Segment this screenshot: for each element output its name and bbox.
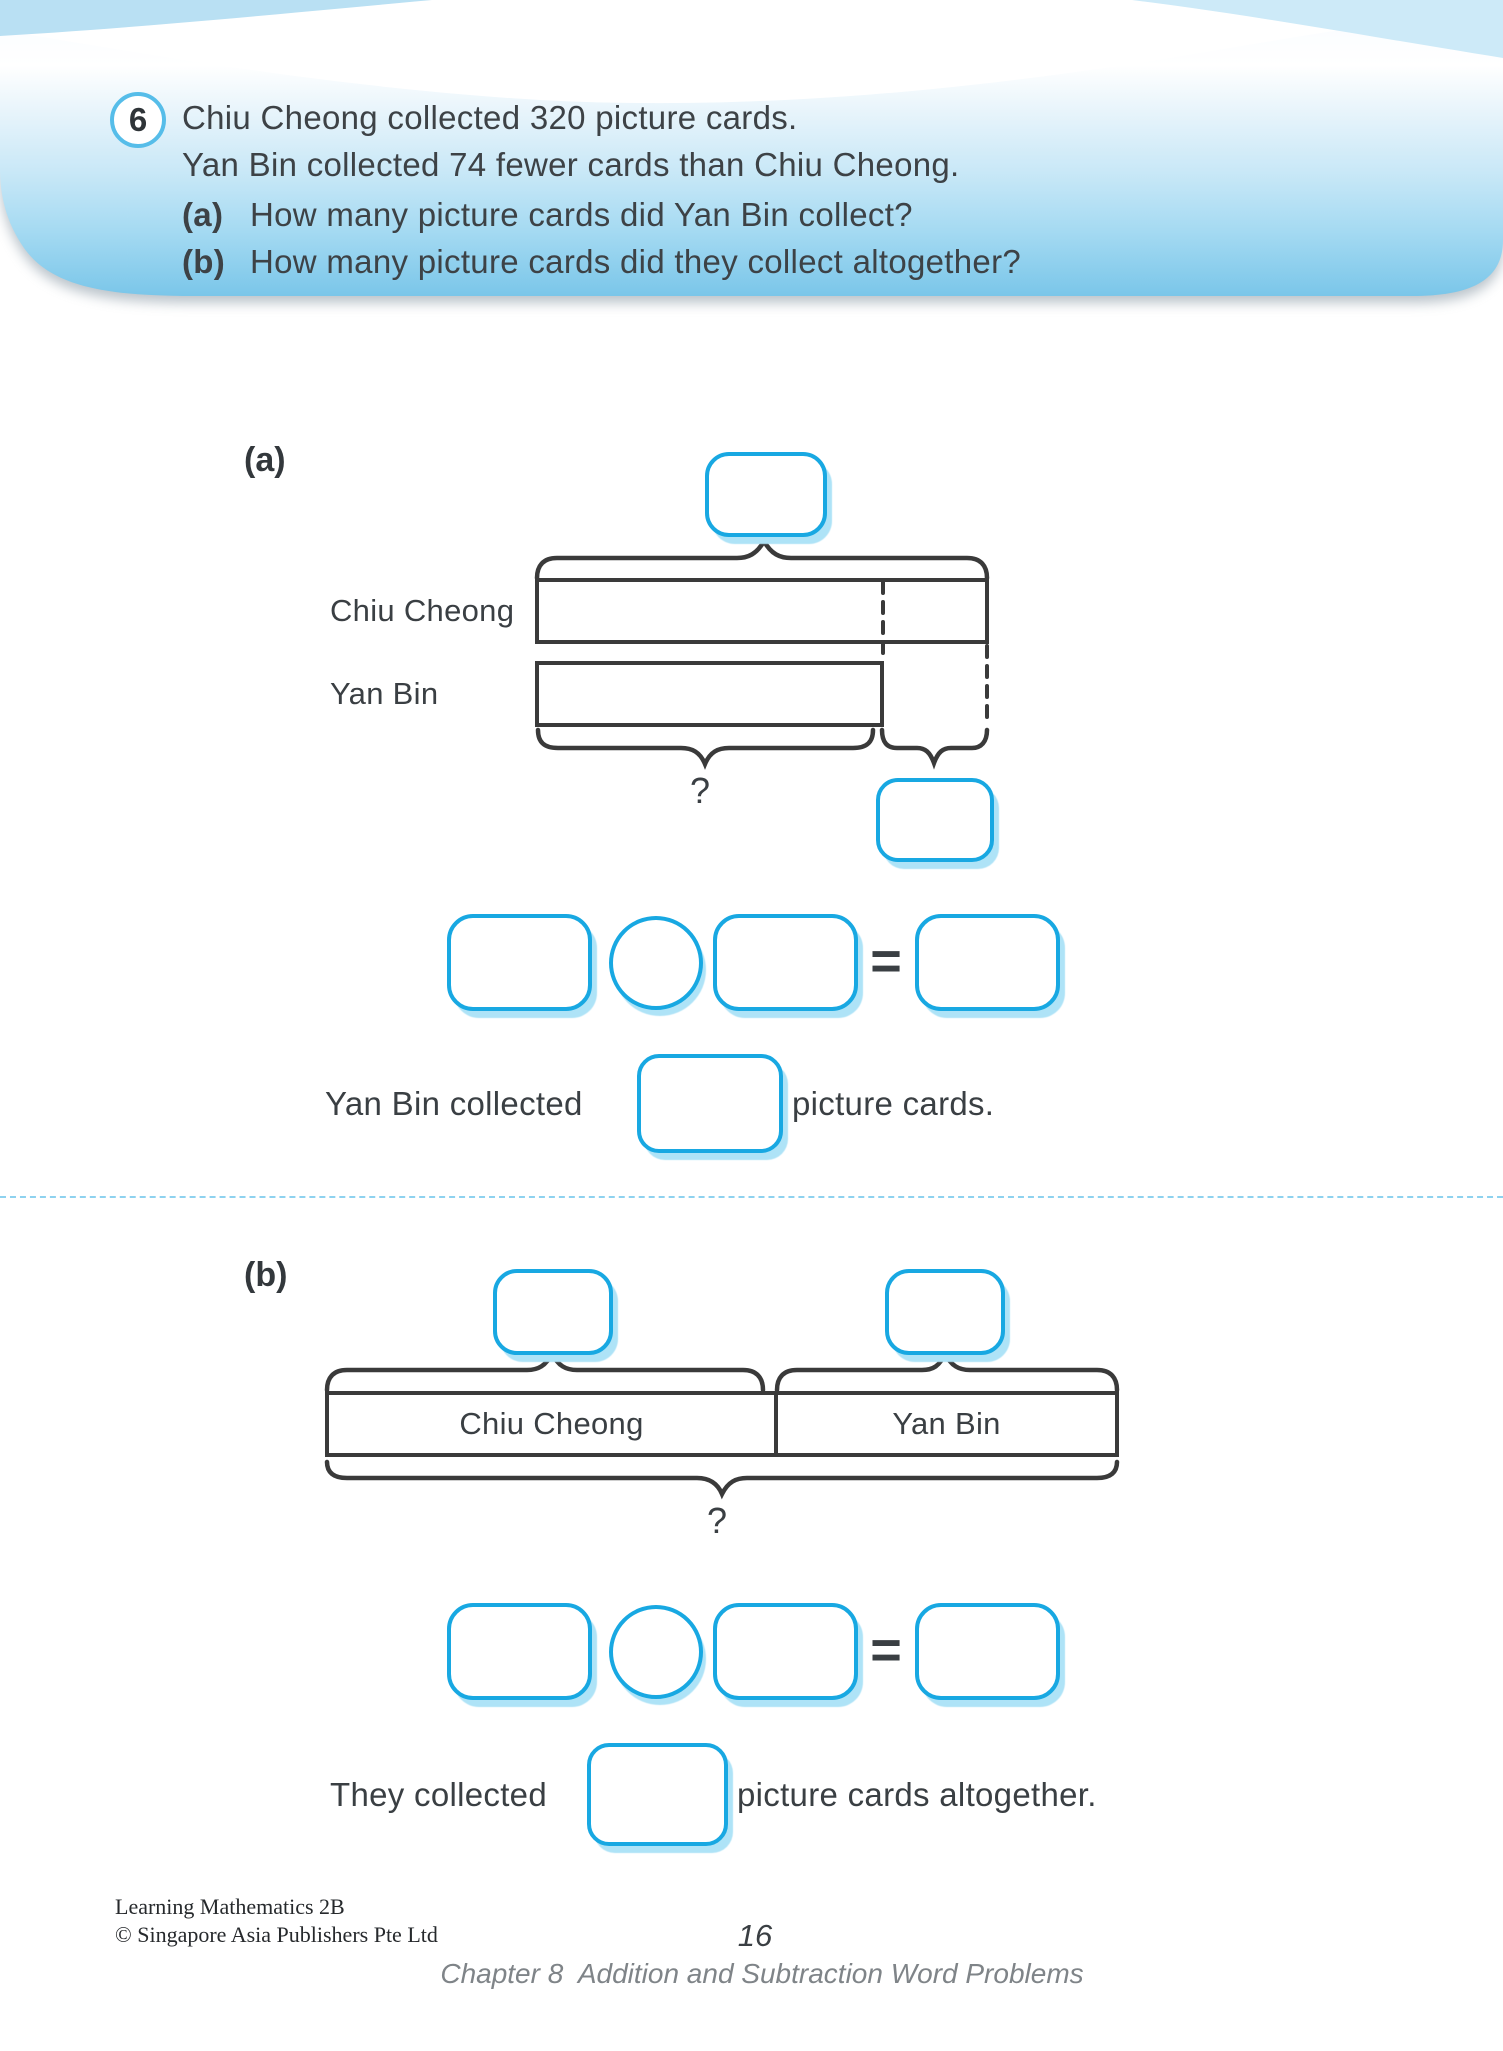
equation-a-result[interactable] (915, 914, 1060, 1011)
page-number: 16 (737, 1918, 773, 1953)
equation-b-operand-2[interactable] (713, 1603, 858, 1700)
problem-header: 6 Chiu Cheong collected 320 picture card… (0, 0, 1503, 320)
question-a-label: (a) (182, 196, 224, 233)
question-b-text: How many picture cards did they collect … (250, 243, 1022, 280)
header-background (0, 0, 1503, 296)
bar-b-left-label: Chiu Cheong (459, 1406, 644, 1441)
equation-b-result[interactable] (915, 1603, 1060, 1700)
equation-b-operand-1[interactable] (447, 1603, 592, 1700)
equals-sign-a: = (870, 930, 902, 991)
footer-copyright: © Singapore Asia Publishers Pte Ltd (115, 1922, 438, 1947)
problem-number: 6 (128, 101, 148, 138)
sentence-b-prefix: They collected (330, 1775, 547, 1813)
brace-a-total (534, 536, 990, 581)
problem-line-2: Yan Bin collected 74 fewer cards than Ch… (182, 146, 960, 183)
sentence-a-prefix: Yan Bin collected (325, 1084, 583, 1122)
sentence-a-answer-box[interactable] (637, 1054, 783, 1153)
footer-book-title: Learning Mathematics 2B (115, 1894, 345, 1919)
question-a-text: How many picture cards did Yan Bin colle… (250, 196, 913, 233)
answer-box-a-total[interactable] (705, 452, 827, 537)
question-mark-b: ? (707, 1500, 728, 1541)
part-b-label: (b) (244, 1256, 288, 1294)
bar-label-chiu-cheong-a: Chiu Cheong (330, 593, 515, 628)
bar-b-right-label: Yan Bin (892, 1406, 1001, 1441)
problem-number-badge: 6 (110, 92, 166, 148)
header-corner-left (0, 0, 432, 36)
sentence-b-suffix: picture cards altogether. (737, 1775, 1097, 1813)
equation-a-operator-circle[interactable] (609, 916, 703, 1010)
brace-a-yanbin (535, 727, 876, 770)
footer-chapter: Chapter 8 Addition and Subtraction Word … (440, 1958, 1084, 1989)
brace-b-total (324, 1459, 1120, 1500)
yan-bin-bar-a (535, 661, 884, 727)
sentence-a-suffix: picture cards. (792, 1084, 995, 1122)
equation-b-operator-circle[interactable] (609, 1605, 703, 1699)
question-mark-a: ? (690, 770, 711, 811)
brace-b-yan (774, 1347, 1120, 1393)
answer-box-a-difference[interactable] (876, 778, 994, 862)
equation-a-operand-1[interactable] (447, 914, 592, 1011)
equation-a-operand-2[interactable] (713, 914, 858, 1011)
header-white-wave (0, 0, 1503, 104)
sentence-b-answer-box[interactable] (587, 1743, 728, 1846)
equals-sign-b: = (870, 1619, 902, 1680)
header-corner-right (1132, 0, 1503, 58)
problem-line-1: Chiu Cheong collected 320 picture cards. (182, 99, 798, 136)
part-a-label: (a) (244, 441, 286, 479)
answer-box-b-chiu[interactable] (493, 1269, 613, 1355)
bar-label-yan-bin-a: Yan Bin (330, 676, 439, 711)
question-b-label: (b) (182, 243, 226, 280)
combined-bar-b (325, 1391, 1119, 1457)
chiu-cheong-bar-a (535, 578, 989, 644)
section-separator (0, 1196, 1503, 1198)
answer-box-b-yan[interactable] (885, 1269, 1005, 1355)
brace-a-difference (879, 727, 990, 770)
brace-b-chiu (324, 1347, 766, 1393)
